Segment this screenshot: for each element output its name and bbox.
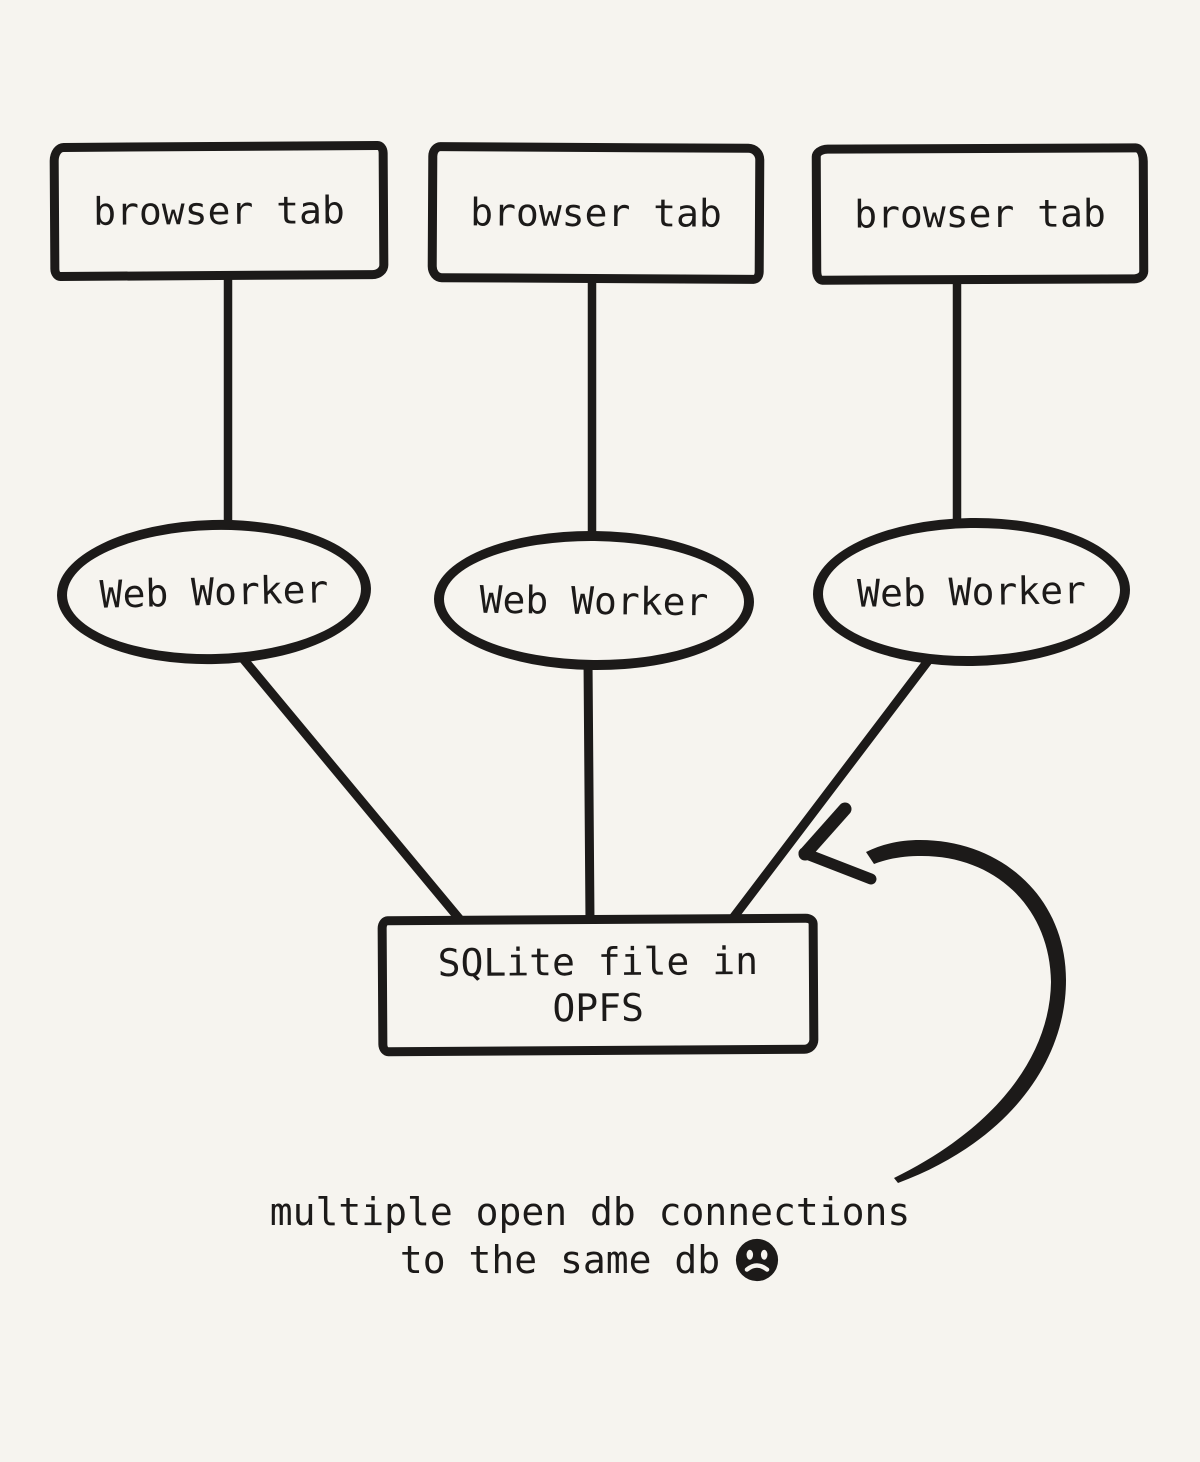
browser-tab-2-label: browser tab <box>470 190 722 236</box>
connector-worker3-db <box>725 648 939 927</box>
annotation-arrowhead <box>798 802 877 885</box>
caption-line1: multiple open db connections <box>269 1190 911 1234</box>
sqlite-opfs-label-line1: SQLite file in <box>437 939 759 985</box>
caption-line2: to the same db <box>160 1236 1020 1284</box>
web-worker-2-label: Web Worker <box>479 577 709 624</box>
annotation-arrow <box>798 802 1066 1183</box>
sad-face-icon <box>736 1238 779 1282</box>
connector-worker2-db <box>583 655 595 927</box>
web-worker-3-label: Web Worker <box>856 568 1087 616</box>
caption-line2-text: to the same db <box>399 1238 721 1282</box>
browser-tab-node-2: browser tab <box>427 142 765 284</box>
annotation-arrow-curve <box>866 840 1066 1183</box>
browser-tab-3-label: browser tab <box>854 191 1106 237</box>
connector-worker1-db <box>235 650 467 927</box>
web-worker-1-label: Web Worker <box>99 567 329 617</box>
sqlite-opfs-label-line2: OPFS <box>552 985 645 1031</box>
caption: multiple open db connections to the same… <box>160 1188 1020 1284</box>
sqlite-opfs-node: SQLite file in OPFS <box>377 913 819 1057</box>
browser-tab-1-label: browser tab <box>93 188 345 234</box>
browser-tab-node-3: browser tab <box>811 143 1149 285</box>
browser-tab-node-1: browser tab <box>49 140 389 282</box>
